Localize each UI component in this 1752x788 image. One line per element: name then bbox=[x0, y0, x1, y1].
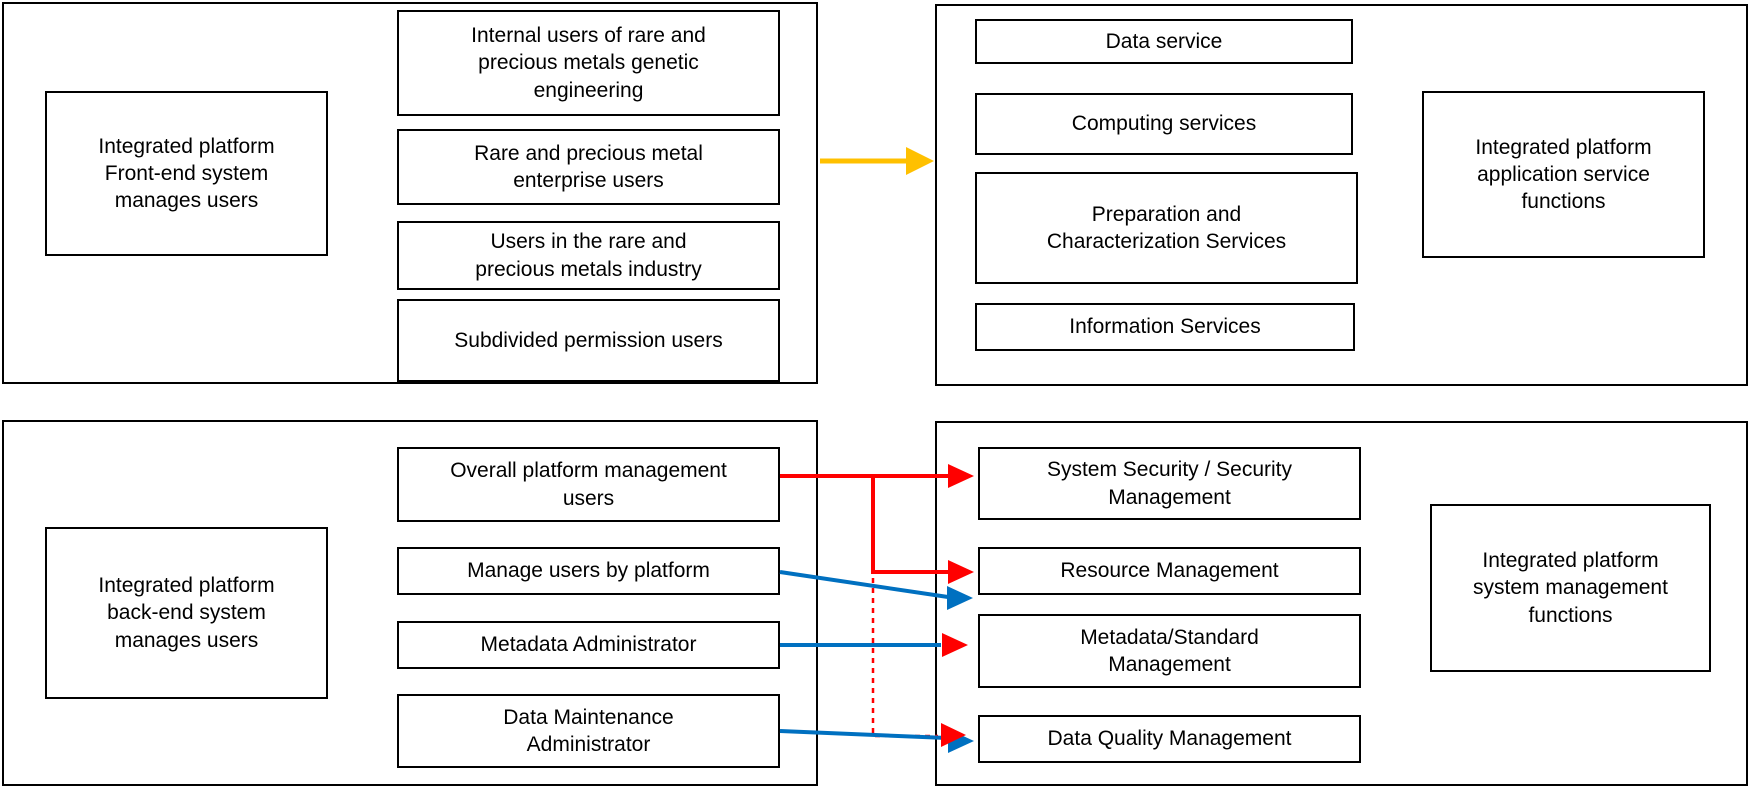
group-frontend-users bbox=[2, 2, 818, 384]
frontend-users-label-box: Integrated platform Front-end system man… bbox=[45, 91, 328, 256]
item-data-quality-management: Data Quality Management bbox=[978, 715, 1361, 763]
item-resource-management: Resource Management bbox=[978, 547, 1361, 595]
application-services-label-box: Integrated platform application service … bbox=[1422, 91, 1705, 258]
item-preparation-characterization: Preparation and Characterization Service… bbox=[975, 172, 1358, 284]
arrow-frontend-to-application-head bbox=[906, 147, 934, 175]
group-backend-users bbox=[2, 420, 818, 786]
item-industry-users: Users in the rare and precious metals in… bbox=[397, 221, 780, 290]
item-metadata-administrator: Metadata Administrator bbox=[397, 621, 780, 669]
item-data-maintenance-administrator: Data Maintenance Administrator bbox=[397, 694, 780, 768]
item-manage-users-by-platform: Manage users by platform bbox=[397, 547, 780, 595]
item-computing-services: Computing services bbox=[975, 93, 1353, 155]
system-management-label-box: Integrated platform system management fu… bbox=[1430, 504, 1711, 672]
group-application-services bbox=[935, 4, 1748, 386]
item-metadata-standard-management: Metadata/Standard Management bbox=[978, 614, 1361, 688]
item-overall-platform-management: Overall platform management users bbox=[397, 447, 780, 522]
backend-users-label-box: Integrated platform back-end system mana… bbox=[45, 527, 328, 699]
arrow-red-dotted-branch bbox=[871, 578, 938, 738]
item-enterprise-users: Rare and precious metal enterprise users bbox=[397, 129, 780, 205]
item-subdivided-permission-users: Subdivided permission users bbox=[397, 299, 780, 382]
item-information-services: Information Services bbox=[975, 303, 1355, 351]
item-internal-genetic-users: Internal users of rare and precious meta… bbox=[397, 10, 780, 116]
item-data-service: Data service bbox=[975, 19, 1353, 64]
item-system-security-management: System Security / Security Management bbox=[978, 447, 1361, 520]
